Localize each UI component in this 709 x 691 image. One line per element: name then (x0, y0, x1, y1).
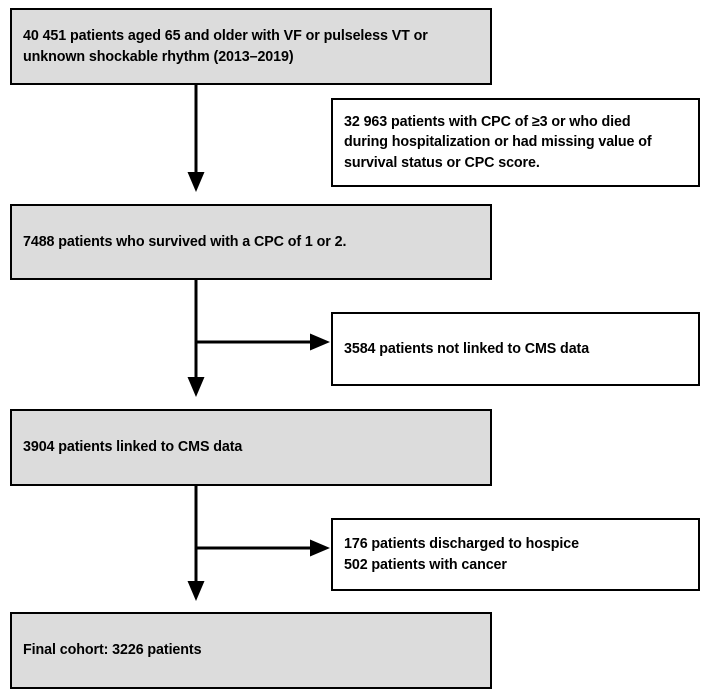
node-cohort-survived-label: 7488 patients who survived with a CPC of… (23, 233, 347, 250)
arrow-survived-to-linked (187, 280, 205, 397)
arrow-linked-to-final (187, 486, 205, 601)
node-cohort-linked-label: 3904 patients linked to CMS data (23, 439, 243, 456)
node-exclusion-cpc: 32 963 patients with CPC of ≥3 or who di… (331, 98, 700, 187)
node-cohort-survived: 7488 patients who survived with a CPC of… (10, 204, 492, 280)
node-cohort-final-label: Final cohort: 3226 patients (23, 642, 202, 659)
node-cohort-final: Final cohort: 3226 patients (10, 612, 492, 689)
node-exclusion-hospice-label: 176 patients discharged to hospice 502 p… (344, 536, 579, 573)
arrow-linked-to-exclusion-hospice (196, 539, 330, 557)
node-exclusion-cpc-label: 32 963 patients with CPC of ≥3 or who di… (344, 114, 652, 171)
node-cohort-linked: 3904 patients linked to CMS data (10, 409, 492, 486)
node-exclusion-cms: 3584 patients not linked to CMS data (331, 312, 700, 386)
node-exclusion-hospice: 176 patients discharged to hospice 502 p… (331, 518, 700, 591)
node-exclusion-cms-label: 3584 patients not linked to CMS data (344, 340, 590, 357)
arrow-survived-to-exclusion-cms (196, 333, 330, 351)
arrow-initial-to-survived (187, 85, 205, 192)
node-cohort-initial: 40 451 patients aged 65 and older with V… (10, 8, 492, 85)
node-cohort-initial-label: 40 451 patients aged 65 and older with V… (23, 28, 428, 65)
